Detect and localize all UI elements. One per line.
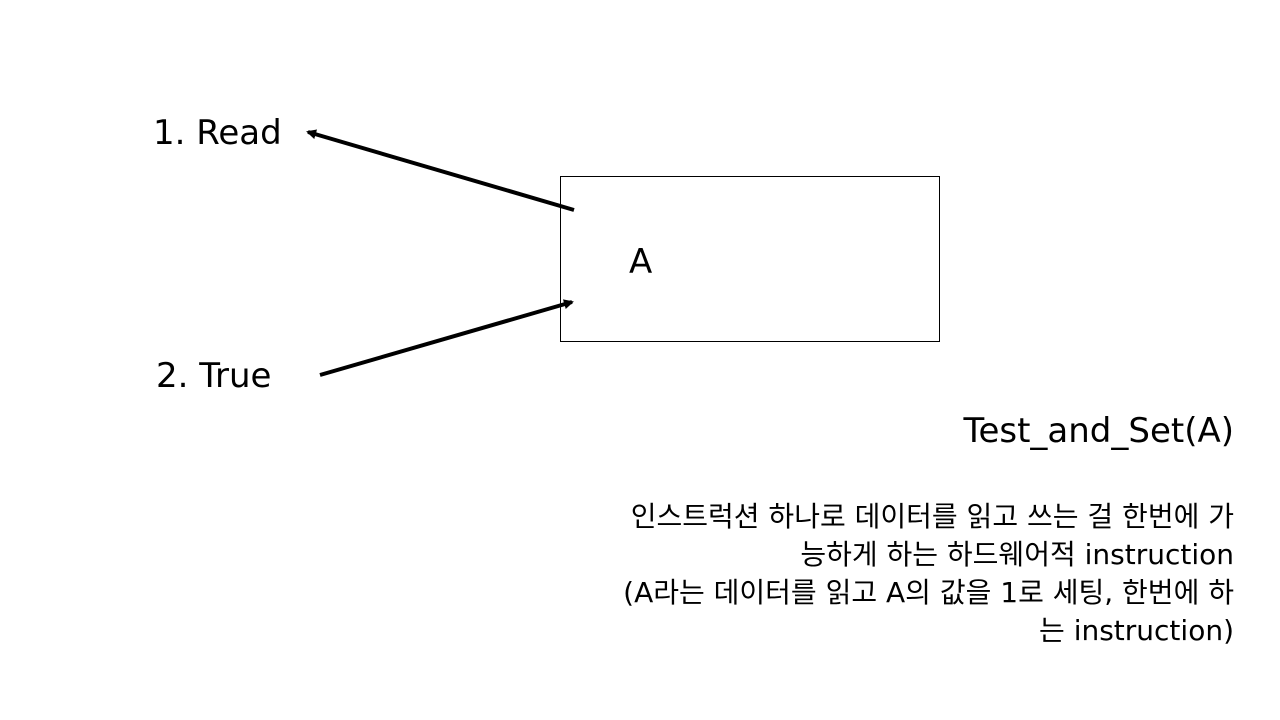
function-title: Test_and_Set(A) [963, 411, 1234, 451]
memory-box-label: A [629, 242, 653, 282]
memory-box: A [560, 176, 940, 342]
description-text: 인스트럭션 하나로 데이터를 읽고 쓰는 걸 한번에 가 능하게 하는 하드웨어… [474, 498, 1234, 650]
description-line: 능하게 하는 하드웨어적 instruction [800, 538, 1234, 571]
description-line: 인스트럭션 하나로 데이터를 읽고 쓰는 걸 한번에 가 [630, 500, 1234, 533]
true-arrow [319, 299, 574, 377]
true-step-label: 2. True [156, 356, 272, 396]
description-line: 는 instruction) [1039, 614, 1234, 647]
description-line: (A라는 데이터를 읽고 A의 값을 1로 세팅, 한번에 하 [623, 576, 1234, 609]
read-arrow [306, 129, 575, 212]
read-step-label: 1. Read [153, 113, 282, 153]
